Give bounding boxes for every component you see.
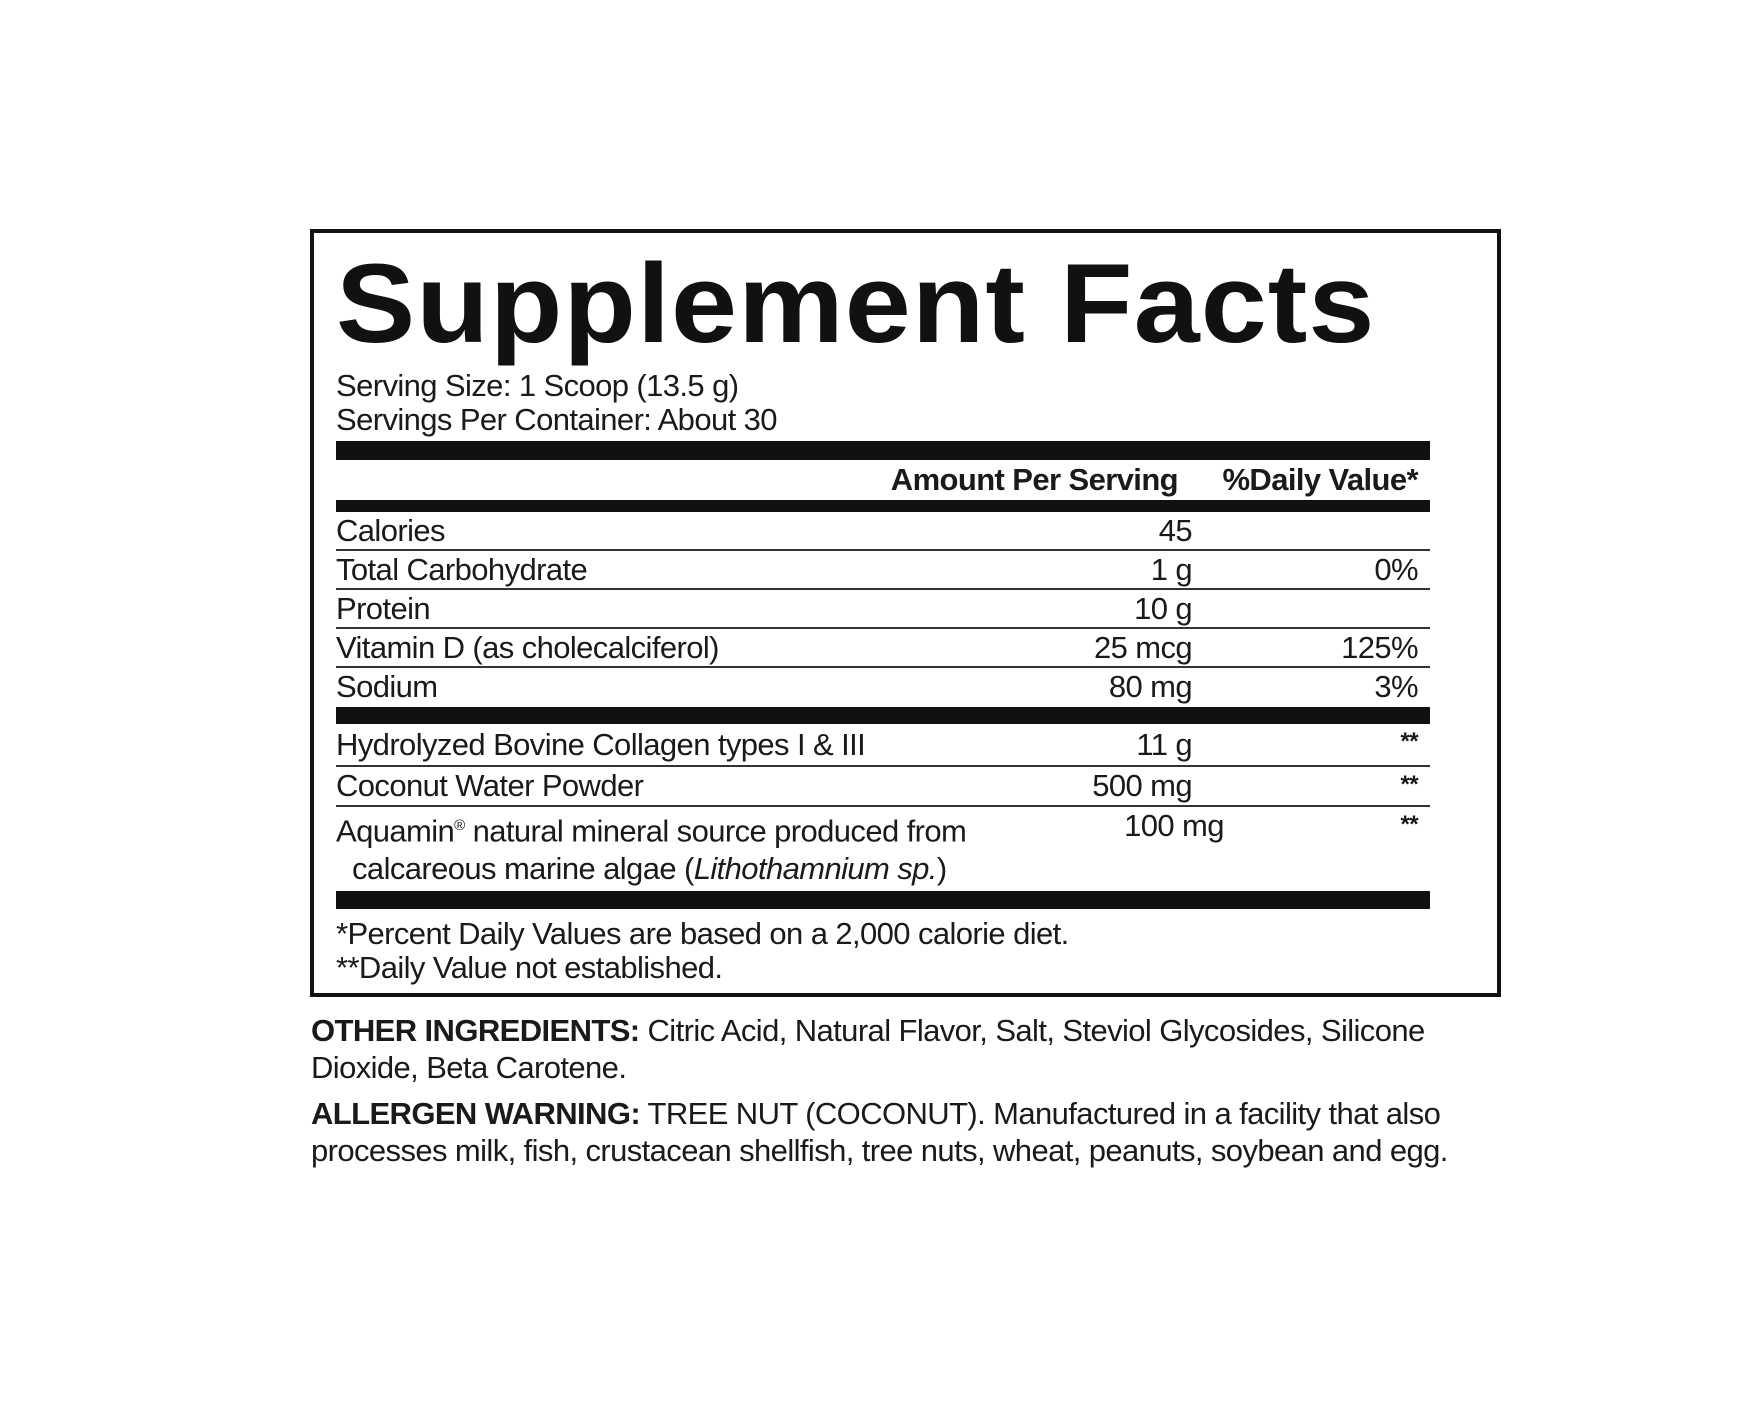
nutrient-name: Vitamin D (as cholecalciferol) xyxy=(336,629,719,665)
ingredient-amount: 500 mg xyxy=(1092,768,1192,803)
ingredient-amount: 11 g xyxy=(1136,726,1192,762)
nutrient-name: Calories xyxy=(336,512,446,548)
ingredient-name-rest: natural mineral source produced from xyxy=(464,813,967,849)
thick-divider xyxy=(336,707,1430,724)
allergen-warning-label: ALLERGEN WARNING: xyxy=(311,1096,641,1131)
other-ingredients-label: OTHER INGREDIENTS: xyxy=(311,1013,640,1048)
ingredient-row: Coconut Water Powder 500 mg ** xyxy=(336,767,1430,807)
supplement-facts-panel: Supplement Facts Serving Size: 1 Scoop (… xyxy=(310,229,1501,997)
nutrient-row: Vitamin D (as cholecalciferol) 25 mcg 125% xyxy=(336,629,1430,668)
registered-mark: ® xyxy=(454,817,465,834)
nutrient-dv: 0% xyxy=(1374,551,1418,587)
ingredient-name: Coconut Water Powder xyxy=(336,768,644,803)
ingredient-name: Aquamin® natural mineral source produced… xyxy=(336,807,967,888)
ingredient-dv: ** xyxy=(1400,728,1419,755)
allergen-warning-text: TREE NUT (COCONUT). Manufactured in a fa… xyxy=(311,1096,1448,1168)
thick-divider xyxy=(336,891,1430,909)
daily-value-header: %Daily Value* xyxy=(1222,462,1418,497)
amount-header: Amount Per Serving xyxy=(890,462,1179,497)
column-header: Amount Per Serving %Daily Value* xyxy=(336,460,1430,500)
aquamin-name: Aquamin xyxy=(336,813,455,849)
allergen-warning: ALLERGEN WARNING: TREE NUT (COCONUT). Ma… xyxy=(311,1095,1457,1169)
ingredient-name: Hydrolyzed Bovine Collagen types I & III xyxy=(336,726,866,762)
ingredient-row: Hydrolyzed Bovine Collagen types I & III… xyxy=(336,724,1430,767)
thick-divider xyxy=(336,441,1430,460)
ingredient-name-end: ) xyxy=(936,851,947,887)
nutrient-amount: 25 mcg xyxy=(1093,629,1193,665)
ingredient-dv: ** xyxy=(1400,771,1419,798)
footnote-not-established: **Daily Value not established. xyxy=(336,950,723,985)
nutrient-amount: 10 g xyxy=(1134,590,1193,626)
nutrient-dv: 125% xyxy=(1341,629,1418,665)
nutrient-row: Calories 45 xyxy=(336,512,1430,551)
footnote-daily-values: *Percent Daily Values are based on a 2,0… xyxy=(336,916,1069,951)
nutrient-name: Sodium xyxy=(336,668,438,704)
nutrient-amount: 1 g xyxy=(1150,551,1193,587)
nutrient-row: Protein 10 g xyxy=(336,590,1430,629)
nutrient-dv: 3% xyxy=(1374,668,1418,704)
serving-size: Serving Size: 1 Scoop (13.5 g) xyxy=(336,368,739,403)
species-name: Lithothamnium sp. xyxy=(693,851,938,887)
panel-title: Supplement Facts xyxy=(336,241,1376,366)
servings-per-container: Servings Per Container: About 30 xyxy=(336,402,778,437)
other-ingredients: OTHER INGREDIENTS: Citric Acid, Natural … xyxy=(311,1012,1457,1086)
other-ingredients-text: Citric Acid, Natural Flavor, Salt, Stevi… xyxy=(311,1013,1425,1085)
nutrient-name: Total Carbohydrate xyxy=(336,551,588,587)
nutrient-name: Protein xyxy=(336,590,431,626)
nutrient-row: Sodium 80 mg 3% xyxy=(336,668,1430,705)
ingredient-row: Aquamin® natural mineral source produced… xyxy=(336,807,1430,888)
nutrient-amount: 45 xyxy=(1158,512,1193,548)
thick-divider xyxy=(336,500,1430,512)
ingredient-amount: 100 mg xyxy=(1124,808,1224,843)
nutrient-row: Total Carbohydrate 1 g 0% xyxy=(336,551,1430,590)
ingredient-name-line2: calcareous marine algae ( xyxy=(352,851,694,887)
ingredient-dv: ** xyxy=(1400,811,1419,838)
nutrient-amount: 80 mg xyxy=(1108,668,1193,704)
